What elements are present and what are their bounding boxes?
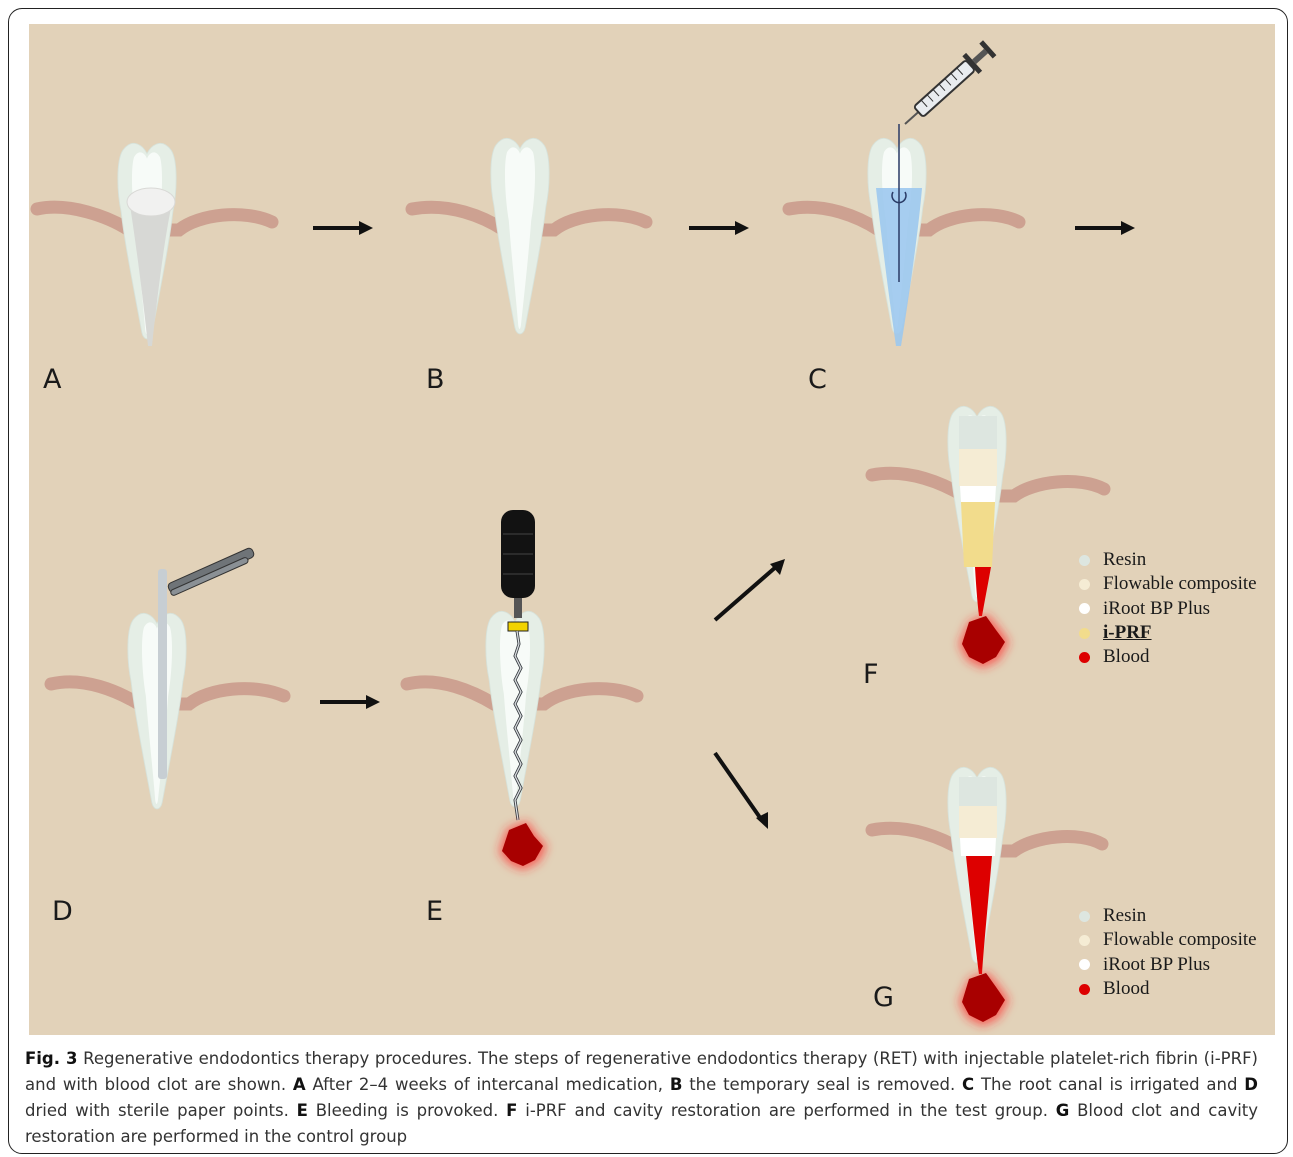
caption-key-g: G	[1056, 1101, 1070, 1120]
legend-swatch	[1079, 555, 1090, 566]
legend-item: i-PRF	[1079, 621, 1257, 645]
figure-caption: Fig. 3 Regenerative endodontics therapy …	[25, 1046, 1258, 1150]
panel-letter-e: E	[426, 896, 443, 927]
caption-key-a: A	[293, 1075, 306, 1094]
caption-key-e: E	[297, 1101, 308, 1120]
legend-swatch	[1079, 579, 1090, 590]
legend-swatch	[1079, 911, 1090, 922]
panel-g-illustration	[872, 767, 1102, 1026]
legend-label: Flowable composite	[1103, 573, 1257, 595]
legend-item: iRoot BP Plus	[1079, 953, 1257, 977]
panel-letter-b: B	[426, 364, 445, 395]
figure-label: Fig. 3	[25, 1049, 78, 1068]
legend-item: Resin	[1079, 904, 1257, 928]
panel-e-illustration	[407, 510, 637, 870]
arrow-d-e	[320, 695, 380, 709]
figure-svg	[29, 24, 1275, 1035]
legend-label: Blood	[1103, 646, 1149, 668]
caption-text-f: i-PRF and cavity restoration are perform…	[525, 1101, 1048, 1120]
panel-f-illustration	[872, 406, 1104, 668]
caption-key-d: D	[1244, 1075, 1258, 1094]
arrow-b-c	[689, 221, 749, 235]
caption-key-b: B	[670, 1075, 683, 1094]
legend-item: Blood	[1079, 977, 1257, 1001]
legend-item: Resin	[1079, 548, 1257, 572]
panel-letter-f: F	[863, 659, 879, 690]
legend-f: Resin Flowable composite iRoot BP Plus i…	[1079, 548, 1257, 669]
legend-label: Blood	[1103, 978, 1149, 1000]
panel-d-illustration	[51, 547, 284, 809]
arrow-to-g	[715, 753, 768, 829]
caption-text-c: The root canal is irrigated and	[981, 1075, 1238, 1094]
arrow-to-f	[715, 559, 785, 620]
caption-text-d: dried with sterile paper points.	[25, 1101, 289, 1120]
caption-title: Regenerative endodontics therapy procedu…	[83, 1049, 472, 1068]
legend-item: iRoot BP Plus	[1079, 597, 1257, 621]
legend-swatch	[1079, 603, 1090, 614]
caption-text-e: Bleeding is provoked.	[316, 1101, 499, 1120]
legend-item: Flowable composite	[1079, 928, 1257, 952]
legend-swatch	[1079, 984, 1090, 995]
panel-letter-a: A	[43, 364, 61, 395]
caption-text-a: After 2–4 weeks of intercanal medication…	[312, 1075, 663, 1094]
legend-label: Resin	[1103, 549, 1146, 571]
panel-b-illustration	[412, 138, 646, 334]
caption-key-f: F	[506, 1101, 517, 1120]
legend-label: iRoot BP Plus	[1103, 598, 1210, 620]
panel-letter-c: C	[808, 364, 827, 395]
legend-label: Flowable composite	[1103, 929, 1257, 951]
panel-a-illustration	[37, 143, 272, 346]
legend-swatch	[1079, 959, 1090, 970]
caption-key-c: C	[962, 1075, 974, 1094]
panel-letter-g: G	[873, 982, 894, 1013]
legend-item: Blood	[1079, 645, 1257, 669]
figure-illustration: A B C D E F G Resin Flowable composite i…	[29, 24, 1275, 1035]
panel-c-illustration	[789, 39, 1019, 346]
legend-g: Resin Flowable composite iRoot BP Plus B…	[1079, 904, 1257, 1001]
arrow-c-next	[1075, 221, 1135, 235]
legend-item: Flowable composite	[1079, 572, 1257, 596]
caption-text-b: the temporary seal is removed.	[689, 1075, 955, 1094]
legend-swatch	[1079, 652, 1090, 663]
arrow-a-b	[313, 221, 373, 235]
legend-swatch	[1079, 935, 1090, 946]
legend-swatch	[1079, 628, 1090, 639]
legend-label: iRoot BP Plus	[1103, 954, 1210, 976]
legend-label: Resin	[1103, 905, 1146, 927]
panel-letter-d: D	[52, 896, 73, 927]
legend-label: i-PRF	[1103, 622, 1152, 644]
